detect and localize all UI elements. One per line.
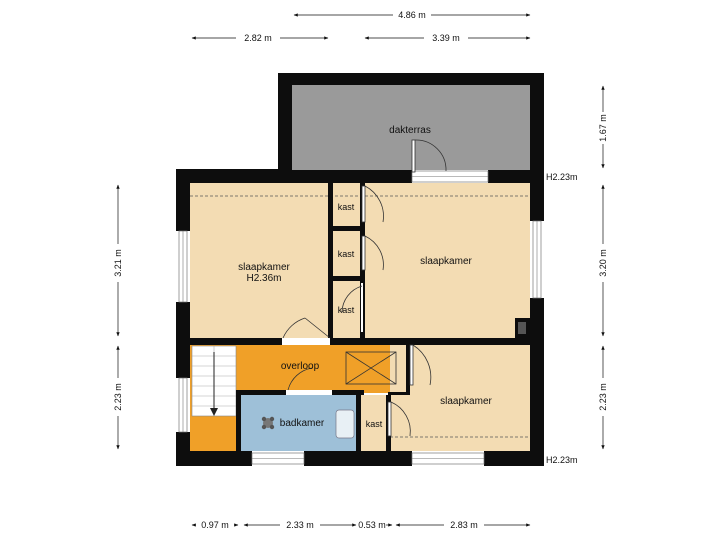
dim-bottom-2: 2.33 m bbox=[286, 520, 314, 530]
slaapkamer-right-area bbox=[362, 183, 530, 338]
dim-left-lower: 2.23 m bbox=[113, 383, 123, 411]
label-overloop: overloop bbox=[281, 361, 320, 372]
chimney bbox=[518, 322, 526, 334]
bath-fixtures bbox=[261, 409, 355, 439]
label-slaapkamer-right: slaapkamer bbox=[420, 256, 472, 267]
window-lines bbox=[182, 176, 538, 459]
label-slaapkamer-lower: slaapkamer bbox=[440, 396, 492, 407]
dim-right-lower: 2.23 m bbox=[598, 383, 608, 411]
label-kast-3: kast bbox=[338, 305, 355, 315]
label-badkamer: badkamer bbox=[280, 418, 325, 429]
kast-lower-area bbox=[360, 395, 390, 451]
label-kast-1: kast bbox=[338, 202, 355, 212]
roof-hatch bbox=[345, 351, 397, 385]
dim-bottom-3: 0.53 m bbox=[358, 520, 386, 530]
kast-column-area bbox=[330, 183, 362, 338]
dim-top-total: 4.86 m bbox=[398, 10, 426, 20]
staircase bbox=[191, 345, 237, 417]
doors bbox=[282, 139, 447, 437]
dimension-labels: 4.86 m 2.82 m 3.39 m 0.97 m 2.33 m 0.53 … bbox=[113, 10, 608, 530]
dim-bottom-1: 0.97 m bbox=[201, 520, 229, 530]
dim-top-left: 2.82 m bbox=[244, 33, 272, 43]
dim-bottom-4: 2.83 m bbox=[450, 520, 478, 530]
room-labels: dakterras slaapkamer H2.36m slaapkamer s… bbox=[238, 125, 577, 465]
label-height-lower: H2.23m bbox=[546, 455, 578, 465]
label-slaapkamer-left: slaapkamer bbox=[238, 262, 290, 273]
label-kast-4: kast bbox=[366, 419, 383, 429]
dim-right-top: 1.67 m bbox=[598, 114, 608, 142]
dim-left-upper: 3.21 m bbox=[113, 249, 123, 277]
label-kast-2: kast bbox=[338, 249, 355, 259]
label-dakterras: dakterras bbox=[389, 125, 431, 136]
label-slaapkamer-left-height: H2.36m bbox=[246, 273, 281, 284]
dim-top-right: 3.39 m bbox=[432, 33, 460, 43]
dakterras-area bbox=[292, 85, 530, 170]
shower-drain-icon bbox=[261, 416, 275, 430]
slaapkamer-left-area bbox=[190, 183, 330, 338]
dimension-lines bbox=[116, 13, 605, 527]
label-height-upper: H2.23m bbox=[546, 172, 578, 182]
dim-right-middle: 3.20 m bbox=[598, 249, 608, 277]
